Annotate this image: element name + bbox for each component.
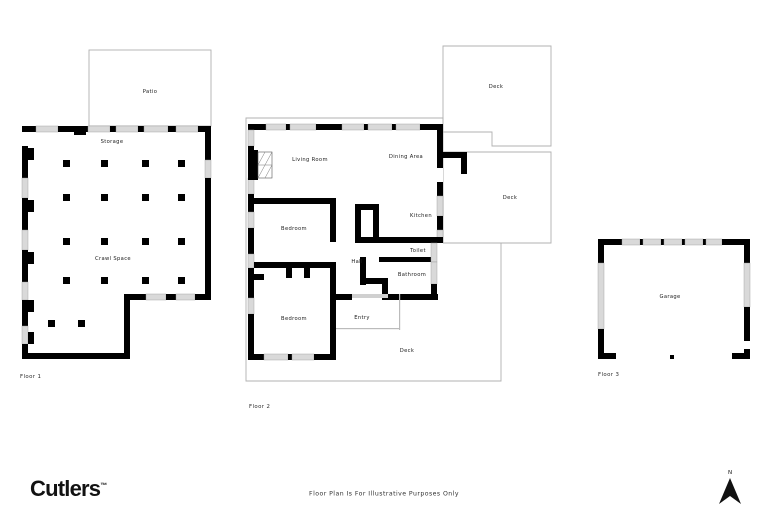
bathroom-walls — [360, 257, 438, 300]
dining-deck-connector — [443, 152, 467, 174]
room-label-living-room: Living Room — [292, 157, 328, 163]
room-label-crawl-space: Crawl Space — [95, 256, 131, 262]
room-label-kitchen: Kitchen — [410, 213, 432, 219]
bedroom-lower-entry-walls — [330, 290, 401, 360]
room-label-deck-north: Deck — [488, 84, 504, 90]
floor2-wall-right-upper — [436, 130, 444, 244]
kitchen-wall-bottom — [355, 237, 443, 243]
brand-name: Cutlers — [30, 476, 101, 501]
floor2-wall-bottom — [248, 353, 336, 361]
garage-wall-right — [743, 245, 751, 359]
crawl-space-piers — [48, 160, 185, 327]
bedroom-upper-walls — [254, 198, 336, 280]
room-label-patio: Patio — [142, 89, 158, 95]
north-indicator: N — [716, 470, 752, 508]
room-label-hall: Hall — [351, 259, 363, 265]
floor1-wall-bottom — [22, 353, 130, 359]
trademark-symbol: ™ — [100, 482, 108, 490]
brand-logo: Cutlers™ — [30, 478, 107, 500]
floor-label-2: Floor 2 — [249, 404, 271, 410]
floor-1-group — [21, 49, 212, 359]
floor-label-3: Floor 3 — [598, 372, 620, 378]
floor1-interior — [22, 126, 211, 359]
floor2-interior — [248, 124, 443, 360]
floor1-wall-left — [21, 132, 34, 359]
floor1-wall-right — [204, 132, 212, 300]
room-label-dining-area: Dining Area — [388, 154, 424, 160]
garage-wall-top — [598, 238, 750, 246]
room-label-entry: Entry — [354, 315, 370, 321]
deck-east-outline — [442, 151, 552, 244]
garage-wall-left — [597, 245, 605, 359]
disclaimer-text: Floor Plan Is For Illustrative Purposes … — [309, 490, 459, 498]
room-label-bathroom: Bathroom — [397, 272, 427, 278]
fireplace — [248, 150, 273, 180]
room-label-toilet: Toilet — [410, 248, 426, 254]
north-letter: N — [728, 470, 733, 476]
deck-main-outline — [245, 117, 502, 382]
floor-3-group — [597, 238, 751, 359]
kitchen-partition — [355, 204, 379, 243]
floor2-wall-top — [248, 123, 443, 131]
floor1-wall-step — [124, 293, 211, 301]
room-label-bedroom-upper: Bedroom — [281, 226, 307, 232]
room-label-garage: Garage — [659, 294, 681, 300]
room-label-storage: Storage — [100, 139, 124, 145]
room-label-deck-main: Deck — [399, 348, 415, 354]
floor1-wall-top — [22, 125, 211, 135]
garage-wall-bottom — [598, 353, 750, 359]
north-arrow-icon — [719, 478, 741, 504]
floor-label-1: Floor 1 — [20, 374, 42, 380]
garage-interior — [598, 239, 750, 359]
floor-2-group — [245, 45, 552, 382]
room-label-deck-east: Deck — [502, 195, 518, 201]
deck-north-outline — [442, 45, 552, 147]
floor1-wall-step-vertical — [124, 294, 130, 359]
patio-outline — [88, 49, 212, 127]
room-label-bedroom-lower: Bedroom — [281, 316, 307, 322]
